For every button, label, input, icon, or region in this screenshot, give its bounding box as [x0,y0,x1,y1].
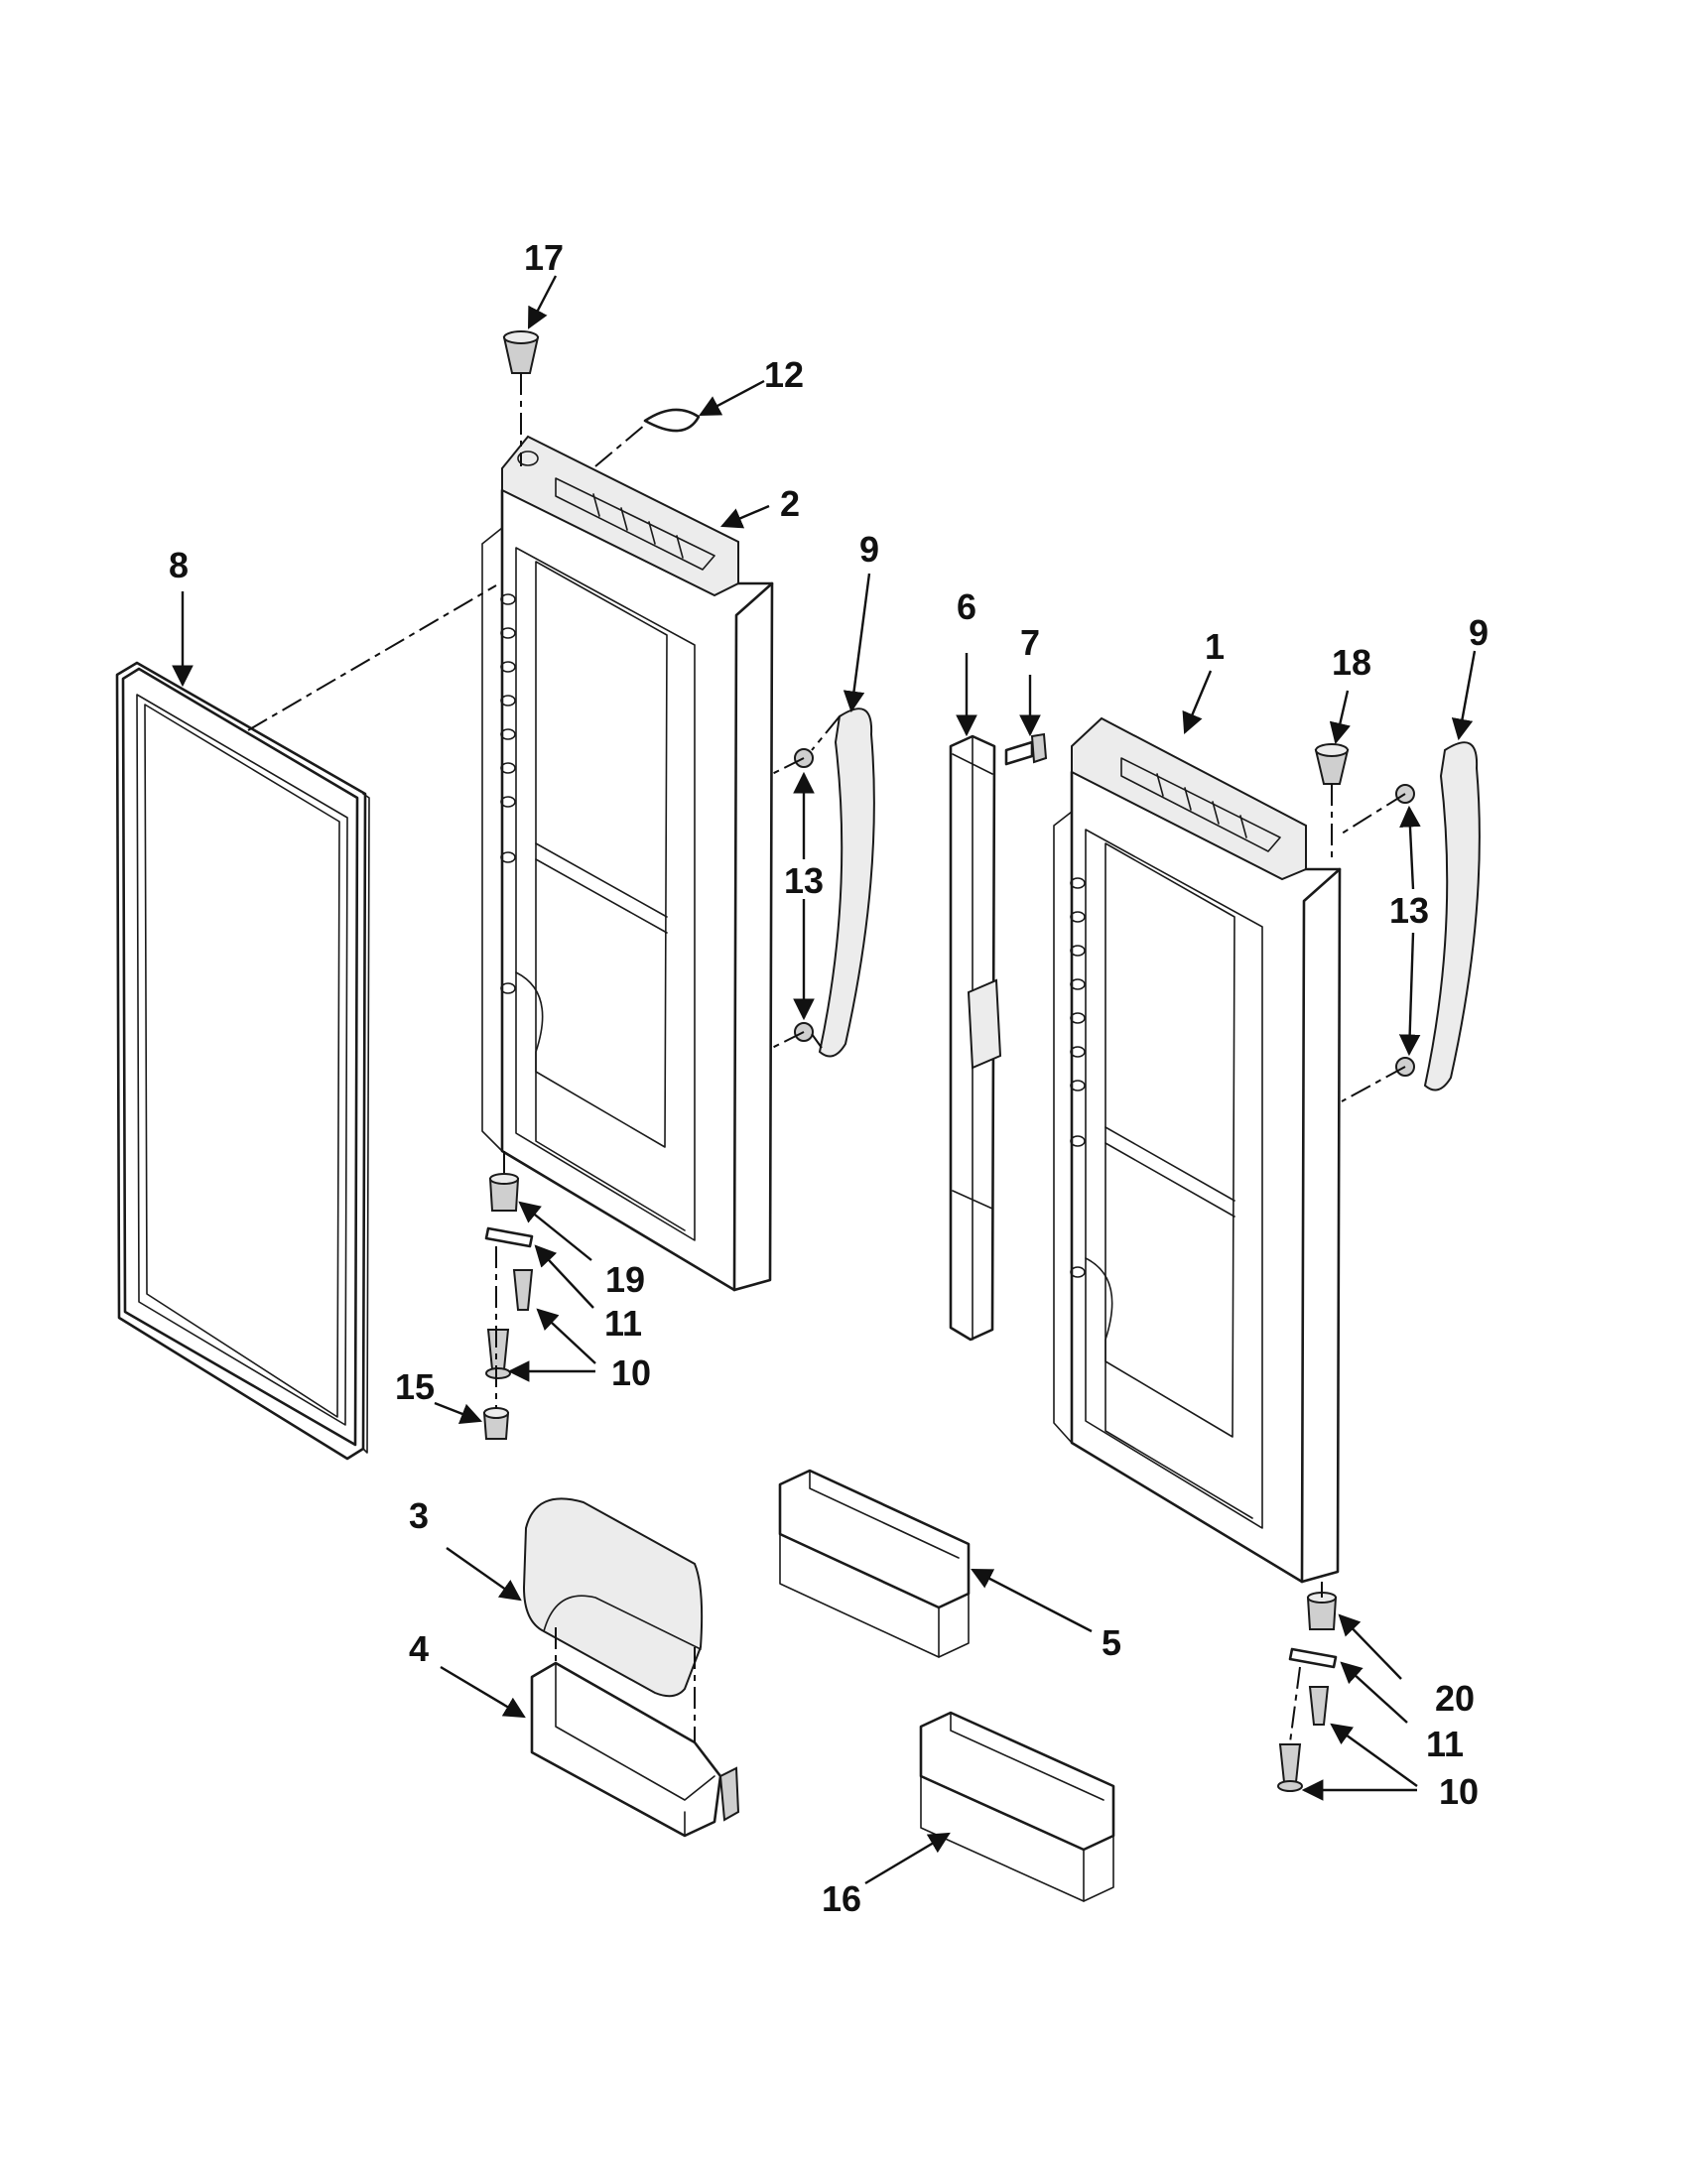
callout-1: 1 [1205,626,1225,667]
callout-10-left: 10 [611,1352,651,1393]
callout-19: 19 [605,1259,645,1300]
callout-11-left: 11 [604,1303,642,1344]
right-handle-part [1423,741,1481,1092]
leader-arrows [172,275,1477,1885]
callout-5: 5 [1102,1622,1121,1663]
handle-studs-part [794,748,1415,1077]
center-mullion-part [949,734,1002,1342]
callout-7: 7 [1020,622,1040,663]
assembly-lines [247,373,1406,1743]
door-gasket-part [115,661,370,1461]
callout-11-right: 11 [1426,1724,1464,1764]
callout-12: 12 [764,354,804,395]
door-cap-part [482,1407,510,1440]
door-bin-5-part [778,1469,971,1658]
callout-20: 20 [1435,1678,1475,1719]
left-door-part [481,435,774,1292]
callout-10-right: 10 [1439,1771,1479,1812]
callout-8: 8 [169,545,189,585]
callout-labels: 17 12 2 8 9 13 6 7 1 18 9 13 19 11 10 15… [169,237,1489,1919]
right-lower-hinge-parts [1277,1592,1338,1792]
hinge-washer-part [643,408,701,433]
right-hinge-bushing-part [1314,743,1350,785]
callout-3: 3 [409,1495,429,1536]
callout-13-left: 13 [784,860,824,901]
callout-17: 17 [524,237,564,278]
callout-2: 2 [780,483,800,524]
left-handle-part [818,707,875,1058]
callout-9-left: 9 [859,529,879,570]
left-lower-hinge-parts [484,1173,534,1379]
mullion-screw-part [1004,732,1048,766]
callout-9-right: 9 [1469,612,1489,653]
callout-6: 6 [957,586,976,627]
callout-13-right: 13 [1389,890,1429,931]
bin-cover-part [522,1497,704,1698]
door-bin-part [530,1661,740,1838]
callout-16: 16 [822,1878,861,1919]
top-hinge-bushing-part [502,330,540,374]
door-bin-16-part [919,1711,1115,1902]
right-door-part [1053,716,1342,1584]
callout-18: 18 [1332,642,1371,683]
callout-15: 15 [395,1366,435,1407]
callout-4: 4 [409,1628,429,1669]
